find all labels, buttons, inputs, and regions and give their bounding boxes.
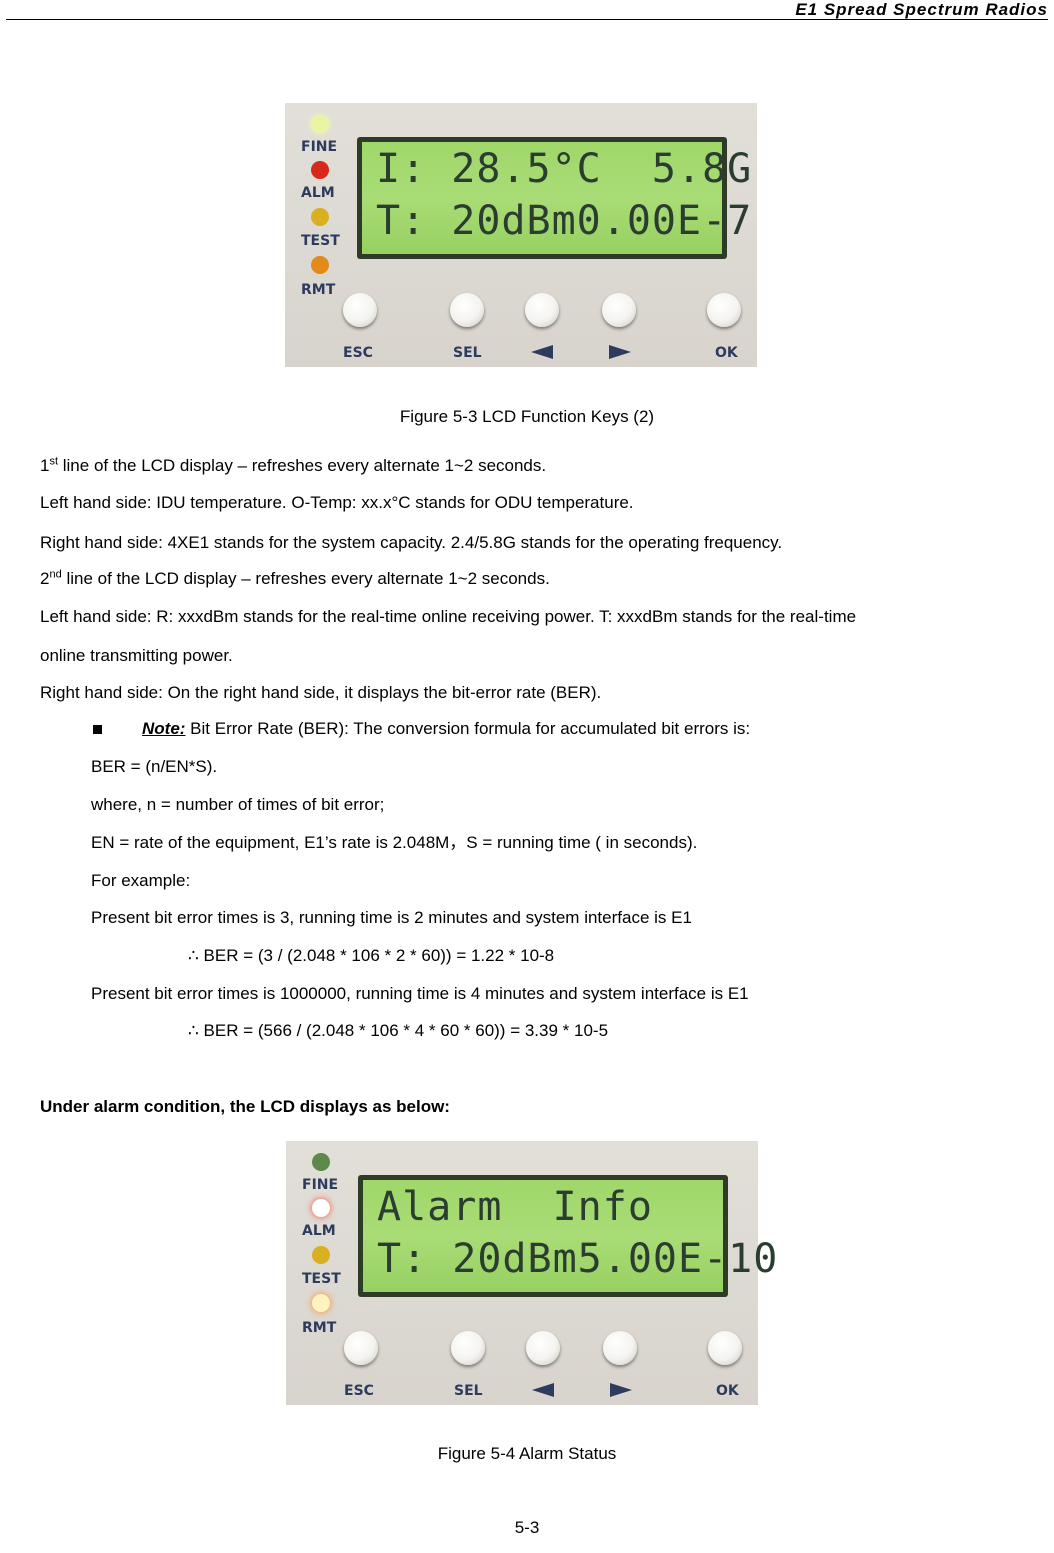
ordinal-suffix: st [49,455,59,468]
formula-where-n: where, n = number of times of bit error; [91,795,385,814]
left-arrow-icon [532,1383,554,1397]
lcd-screen-frame: I: 28.5°C 5.8G T: 20dBm0.00E-7 [357,137,751,259]
ok-key-button[interactable] [708,1331,742,1365]
rmt-led-icon [311,256,329,274]
fine-led-icon [311,115,329,133]
right-key-button[interactable] [603,1331,637,1365]
lcd-line-2: T: 20dBm0.00E-7 [376,198,753,244]
lcd-line-1: Alarm Info [377,1184,653,1230]
formula-where-en: EN = rate of the equipment, E1’s rate is… [91,833,698,852]
header-rule [6,19,1048,20]
figure-5-3-caption: Figure 5-3 LCD Function Keys (2) [399,407,655,426]
example-2-result: ∴ BER = (566 / (2.048 * 106 * 4 * 60 * 6… [188,1021,609,1040]
sel-key-button[interactable] [450,293,484,327]
ordinal-suffix: nd [49,568,62,581]
right-arrow-icon [609,345,631,359]
test-led-label: TEST [301,233,340,249]
esc-key-button[interactable] [343,293,377,327]
lcd-screen: Alarm Info T: 20dBm5.00E-10 [363,1180,777,1292]
paragraph-right-side-capacity: Right hand side: 4XE1 stands for the sys… [40,533,783,552]
lcd-screen-frame: Alarm Info T: 20dBm5.00E-10 [358,1175,777,1297]
right-key-button[interactable] [602,293,636,327]
page-number: 5-3 [514,1518,540,1537]
lcd-panel-figure-2: FINE ALM TEST RMT Alarm Info T: 20dBm5.0… [286,1141,777,1405]
alm-led-icon [312,1199,330,1217]
fine-led-icon [312,1153,330,1171]
paragraph-text: line of the LCD display – refreshes ever… [58,456,547,475]
example-2-description: Present bit error times is 1000000, runn… [91,984,749,1003]
ordinal-number: 1 [40,456,50,475]
esc-key-label: ESC [344,1383,374,1399]
rmt-led-label: RMT [301,282,336,298]
figure-5-4-caption: Figure 5-4 Alarm Status [437,1444,617,1463]
paragraph-left-side-temp: Left hand side: IDU temperature. O-Temp:… [40,493,634,512]
alm-led-icon [311,161,329,179]
lcd-screen: I: 28.5°C 5.8G T: 20dBm0.00E-7 [362,142,751,254]
left-key-button[interactable] [526,1331,560,1365]
esc-key-label: ESC [343,345,373,361]
note-text: Bit Error Rate (BER): The conversion for… [185,719,751,738]
sel-key-label: SEL [453,345,482,361]
paragraph-first-line: 1st line of the LCD display – refreshes … [40,456,546,476]
rmt-led-icon [312,1294,330,1312]
test-led-label: TEST [302,1271,341,1287]
example-1-description: Present bit error times is 3, running ti… [91,908,692,927]
esc-key-button[interactable] [344,1331,378,1365]
running-header-title: E1 Spread Spectrum Radios [795,0,1048,19]
ordinal-number: 2 [40,569,50,588]
example-heading: For example: [91,871,191,890]
left-arrow-icon [531,345,553,359]
test-led-icon [311,208,329,226]
right-arrow-icon [610,1383,632,1397]
ok-key-label: OK [716,1383,739,1399]
lcd-panel-figure-1: FINE ALM TEST RMT I: 28.5°C 5.8G T: 20dB… [285,103,757,367]
paragraph-right-side-ber: Right hand side: On the right hand side,… [40,683,602,702]
fine-led-label: FINE [302,1177,339,1193]
example-1-result: ∴ BER = (3 / (2.048 * 106 * 2 * 60)) = 1… [188,946,555,965]
paragraph-text: line of the LCD display – refreshes ever… [61,569,550,588]
ok-key-button[interactable] [707,293,741,327]
test-led-icon [312,1246,330,1264]
ok-key-label: OK [715,345,738,361]
alm-led-label: ALM [302,1223,336,1239]
sel-key-button[interactable] [451,1331,485,1365]
paragraph-left-side-power-cont: online transmitting power. [40,646,233,665]
sel-key-label: SEL [454,1383,483,1399]
square-bullet-icon [93,725,102,734]
alm-led-label: ALM [301,185,335,201]
rmt-led-label: RMT [302,1320,337,1336]
alarm-section-heading: Under alarm condition, the LCD displays … [40,1097,450,1116]
paragraph-left-side-power: Left hand side: R: xxxdBm stands for the… [40,607,857,626]
note-label: Note: [142,719,186,738]
lcd-line-2: T: 20dBm5.00E-10 [377,1236,779,1282]
lcd-line-1: I: 28.5°C 5.8G [376,146,753,192]
ber-formula: BER = (n/EN*S). [91,757,218,776]
note-paragraph: Note: Bit Error Rate (BER): The conversi… [142,719,750,739]
left-key-button[interactable] [525,293,559,327]
paragraph-second-line: 2nd line of the LCD display – refreshes … [40,569,550,589]
fine-led-label: FINE [301,139,338,155]
